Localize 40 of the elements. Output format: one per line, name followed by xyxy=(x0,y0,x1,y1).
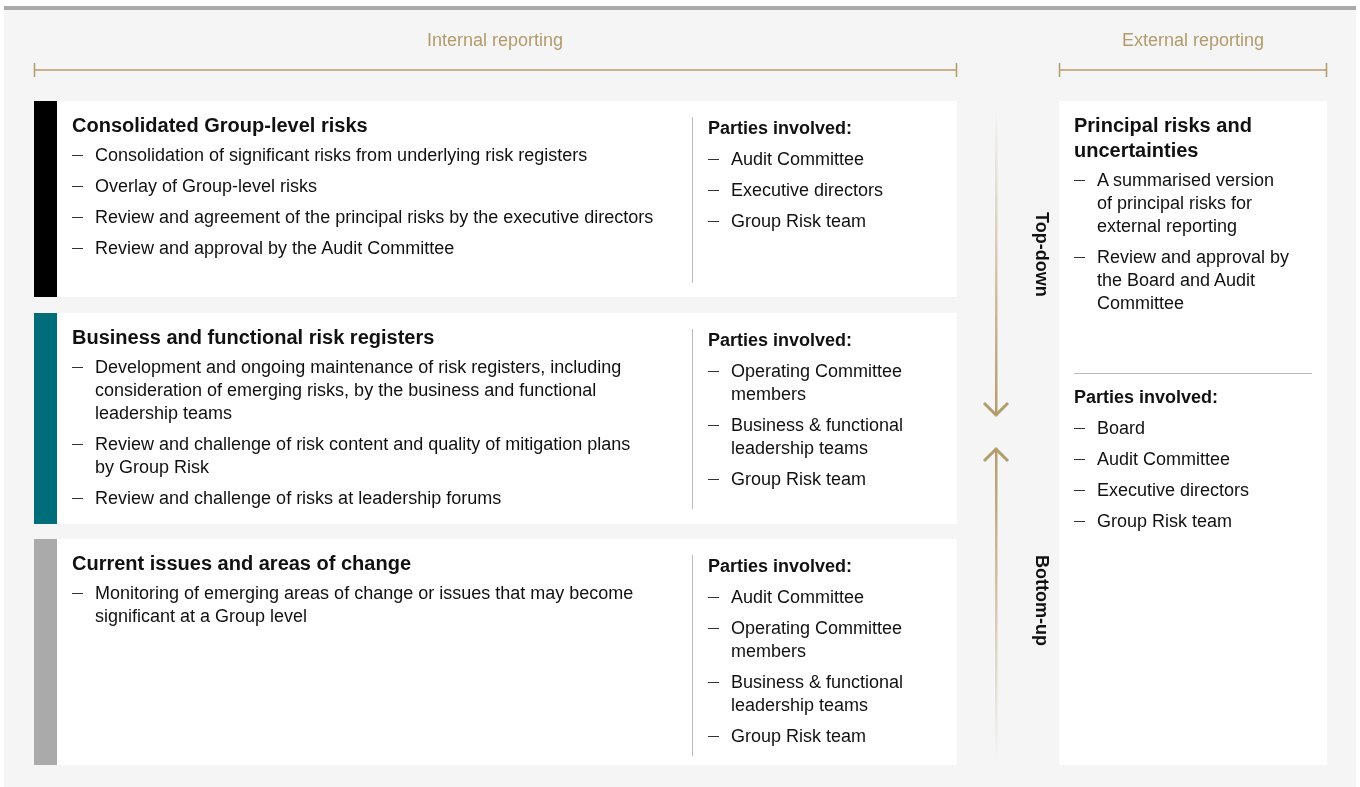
risk-card xyxy=(34,313,957,524)
direction-label: Top-down xyxy=(1031,212,1052,297)
party-name: Executive directors xyxy=(1097,480,1250,500)
bullet-text: A summarised version of principal risks for external reporting xyxy=(1097,170,1275,236)
bullet-text: Overlay of Group-level risks xyxy=(95,176,318,196)
party-name: Audit Committee xyxy=(1097,449,1231,469)
party-name: Group Risk team xyxy=(1097,511,1233,531)
parties-heading: Parties involved: xyxy=(708,555,854,578)
risk-card xyxy=(34,101,957,297)
parties-heading: Parties involved: xyxy=(708,329,854,352)
parties-heading: Parties involved: xyxy=(1074,386,1220,409)
bullet-text: Review and agreement of the principal risks by the executive directors xyxy=(95,207,654,227)
party-name: Audit Committee xyxy=(731,149,865,169)
party-name: Executive directors xyxy=(731,180,884,200)
bullet-text: Consolidation of significant risks from underlying risk registers xyxy=(95,145,588,165)
party-name: Group Risk team xyxy=(731,211,867,231)
party-name: Group Risk team xyxy=(731,726,867,746)
risk-card xyxy=(1059,101,1327,765)
party-name: Board xyxy=(1097,418,1146,438)
card-heading: Business and functional risk registers xyxy=(72,325,436,350)
bullet-text: Review and approval by the Board and Audit Committee xyxy=(1097,247,1290,313)
parties-heading: Parties involved: xyxy=(708,117,854,140)
direction-label: Bottom-up xyxy=(1031,555,1052,646)
party-name: Business & functional leadership teams xyxy=(731,415,904,458)
party-name: Audit Committee xyxy=(731,587,865,607)
bullet-text: Review and challenge of risk content and quality of mitigation plans by Group Risk xyxy=(95,434,631,477)
bullet-text: Review and approval by the Audit Committee xyxy=(95,238,455,258)
party-name: Operating Committee members xyxy=(731,618,903,661)
party-name: Group Risk team xyxy=(731,469,867,489)
card-heading: Principal risks and uncertainties xyxy=(1074,113,1253,163)
section-heading: Internal reporting xyxy=(426,30,564,51)
party-name: Operating Committee members xyxy=(731,361,903,404)
card-heading: Consolidated Group-level risks xyxy=(72,113,369,138)
bullet-text: Development and ongoing maintenance of risk registers, including consideration of emerging risks, by the business and functional leadership teams xyxy=(95,357,622,423)
card-heading: Current issues and areas of change xyxy=(72,551,412,576)
party-name: Business & functional leadership teams xyxy=(731,672,904,715)
bullet-text: Monitoring of emerging areas of change or issues that may become significant at a Group level xyxy=(95,583,634,626)
bullet-text: Review and challenge of risks at leadership forums xyxy=(95,488,502,508)
section-heading: External reporting xyxy=(1121,30,1265,51)
risk-card xyxy=(34,539,957,765)
